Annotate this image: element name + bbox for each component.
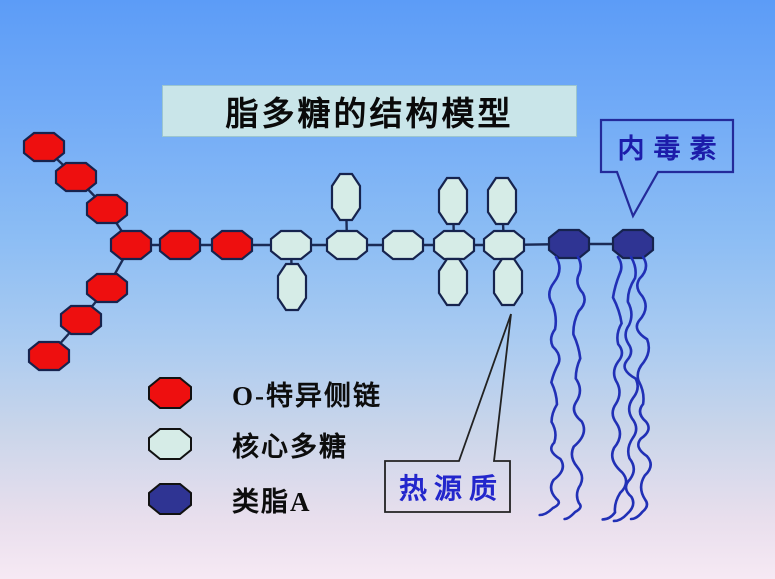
legend-item-core-polysaccharide: 核心多糖 — [146, 427, 348, 462]
legend-swatch-octagon — [148, 428, 192, 460]
core-octagon — [276, 262, 308, 312]
fatty-acid-chain — [601, 255, 628, 521]
page-title: 脂多糖的结构模型 — [225, 97, 514, 133]
legend-label-core-polysaccharide: 核心多糖 — [232, 431, 348, 462]
lipid-a-octagon — [547, 228, 591, 260]
pyrogen-callout-label: 热源质 — [385, 461, 511, 512]
title-box: 脂多糖的结构模型 — [162, 85, 577, 137]
endotoxin-text: 内毒素 — [617, 133, 726, 164]
sugar-units-group — [22, 131, 655, 372]
fatty-acid-chain — [612, 255, 639, 523]
lipid-a-swatch — [148, 483, 192, 515]
legend-swatch-octagon — [148, 483, 192, 515]
o-side-chain-octagon — [85, 272, 129, 304]
fatty-acid-chain — [563, 255, 586, 521]
legend-item-lipid-a: 类脂A — [146, 482, 312, 517]
core-octagon — [325, 229, 369, 261]
lipid-a-octagon — [611, 228, 655, 260]
endotoxin-callout-label: 内毒素 — [601, 120, 733, 172]
fatty-acid-chains-group — [538, 255, 652, 523]
o-side-chain-octagon — [85, 193, 129, 225]
legend-item-o-side-chain: O-特异侧链 — [146, 376, 382, 411]
pyrogen-text: 热源质 — [398, 473, 504, 505]
o-side-chain-octagon — [158, 229, 202, 261]
o-side-chain-octagon — [59, 304, 103, 336]
legend-swatch-octagon — [148, 377, 192, 409]
core-octagon — [432, 229, 476, 261]
o-side-chain-swatch — [148, 377, 192, 409]
core-octagon — [269, 229, 313, 261]
fatty-acid-chain — [629, 255, 652, 521]
pyrogen-callout-bubble — [384, 313, 512, 513]
core-octagon — [486, 176, 518, 226]
endotoxin-callout-bubble — [599, 118, 735, 219]
core-octagon — [482, 229, 526, 261]
fatty-acid-chain — [538, 255, 565, 517]
core-octagon — [330, 172, 362, 222]
core-octagon — [492, 257, 524, 307]
o-side-chain-octagon — [54, 161, 98, 193]
core-octagon — [437, 257, 469, 307]
legend-label-lipid-a: 类脂A — [232, 486, 312, 517]
core-octagon — [437, 176, 469, 226]
core-polysaccharide-swatch — [148, 428, 192, 460]
o-side-chain-octagon — [109, 229, 153, 261]
core-octagon — [381, 229, 425, 261]
o-side-chain-octagon — [27, 340, 71, 372]
o-side-chain-octagon — [210, 229, 254, 261]
callout-bubbles-group — [384, 118, 735, 513]
legend-label-o-side-chain: O-特异侧链 — [232, 380, 382, 411]
o-side-chain-octagon — [22, 131, 66, 163]
